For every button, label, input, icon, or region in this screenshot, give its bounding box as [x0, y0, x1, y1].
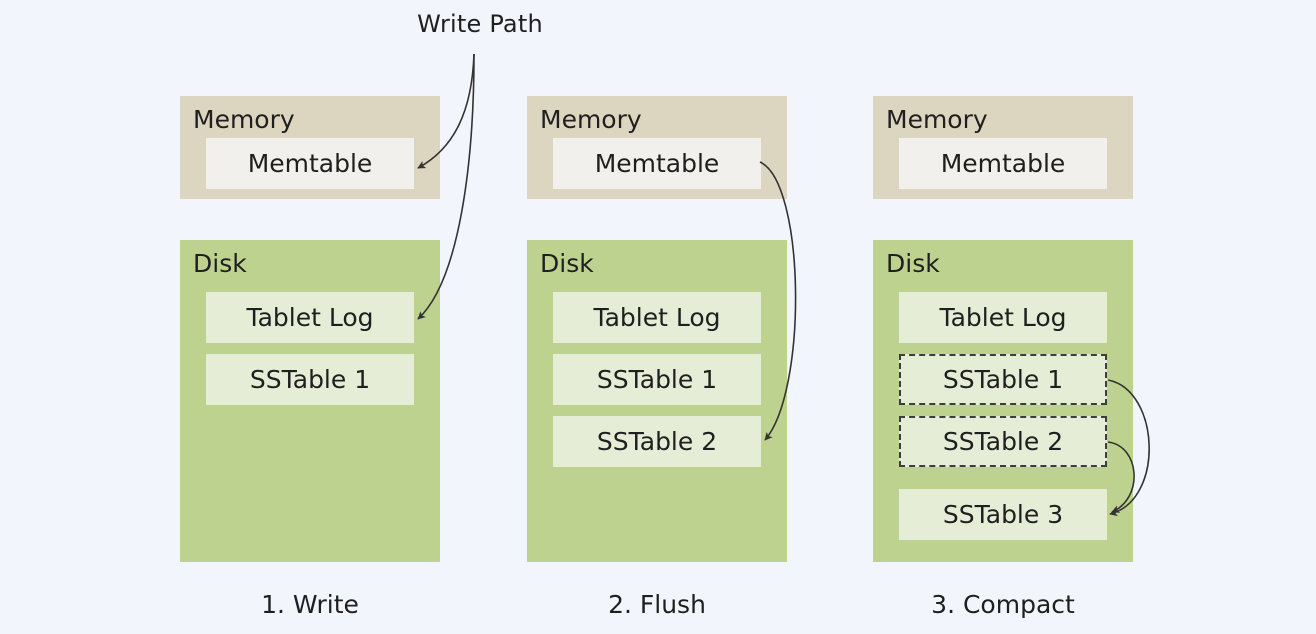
stage-1-tablet-log: Tablet Log	[206, 292, 414, 343]
stage-2-memtable: Memtable	[553, 138, 761, 189]
stage-3-tablet-log: Tablet Log	[899, 292, 1107, 343]
stage-3-sstable-1: SSTable 1	[899, 354, 1107, 405]
stage-2-disk-box: Disk Tablet Log SSTable 1 SSTable 2	[527, 240, 787, 562]
stage-1-memory-box: Memory Memtable	[180, 96, 440, 199]
stage-2-sstable-1: SSTable 1	[553, 354, 761, 405]
stage-3-memtable: Memtable	[899, 138, 1107, 189]
stage-1-sstable-1: SSTable 1	[206, 354, 414, 405]
write-path-label: Write Path	[417, 10, 543, 38]
stage-2-memory-title: Memory	[540, 105, 642, 134]
stage-1-disk-box: Disk Tablet Log SSTable 1	[180, 240, 440, 562]
stage-2-memory-box: Memory Memtable	[527, 96, 787, 199]
stage-3-memory-title: Memory	[886, 105, 988, 134]
stage-2-caption: 2. Flush	[608, 590, 706, 619]
stage-1-disk-title: Disk	[193, 249, 247, 278]
stage-3-disk-box: Disk Tablet Log SSTable 1 SSTable 2 SSTa…	[873, 240, 1133, 562]
stage-1-memtable: Memtable	[206, 138, 414, 189]
stage-3-sstable-2: SSTable 2	[899, 416, 1107, 467]
stage-1-caption: 1. Write	[261, 590, 359, 619]
stage-3-memory-box: Memory Memtable	[873, 96, 1133, 199]
stage-2-disk-title: Disk	[540, 249, 594, 278]
stage-2-tablet-log: Tablet Log	[553, 292, 761, 343]
stage-3-disk-title: Disk	[886, 249, 940, 278]
stage-3-caption: 3. Compact	[931, 590, 1075, 619]
stage-1-memory-title: Memory	[193, 105, 295, 134]
stage-3-sstable-3: SSTable 3	[899, 489, 1107, 540]
stage-2-sstable-2: SSTable 2	[553, 416, 761, 467]
